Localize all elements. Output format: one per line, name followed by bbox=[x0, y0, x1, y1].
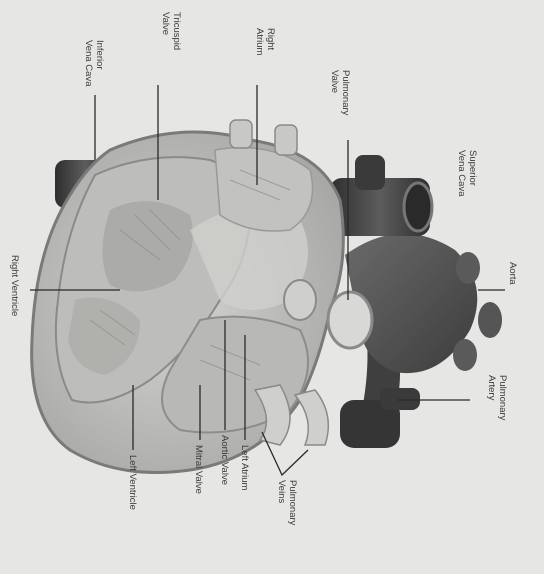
right-ventricle-label: Right Ventricle bbox=[9, 255, 20, 316]
tricuspid-valve-label: Tricuspid Valve bbox=[160, 12, 182, 53]
left-ventricle-label: Left Ventricle bbox=[127, 455, 138, 510]
superior-vena-cava-label: Superior Vena Cava bbox=[456, 150, 478, 197]
aortic-valve-label: Aortic Valve bbox=[219, 435, 230, 485]
right-atrium-label: Right Atrium bbox=[254, 28, 276, 56]
pulmonary-veins-label: Pulmonary Veins bbox=[276, 480, 298, 528]
superior-vena-cava-shape bbox=[330, 155, 432, 236]
pulmonary-artery-label: Pulmonary Artery bbox=[486, 375, 508, 423]
pulmonary-valve-label: Pulmonary Valve bbox=[329, 70, 351, 118]
inferior-vena-cava-label: Inferior Vena Cava bbox=[83, 40, 105, 87]
aorta-label: Aorta bbox=[507, 262, 518, 285]
left-atrium-label: Left Atrium bbox=[239, 445, 250, 490]
mitral-valve-label: Mitral Valve bbox=[193, 445, 204, 494]
